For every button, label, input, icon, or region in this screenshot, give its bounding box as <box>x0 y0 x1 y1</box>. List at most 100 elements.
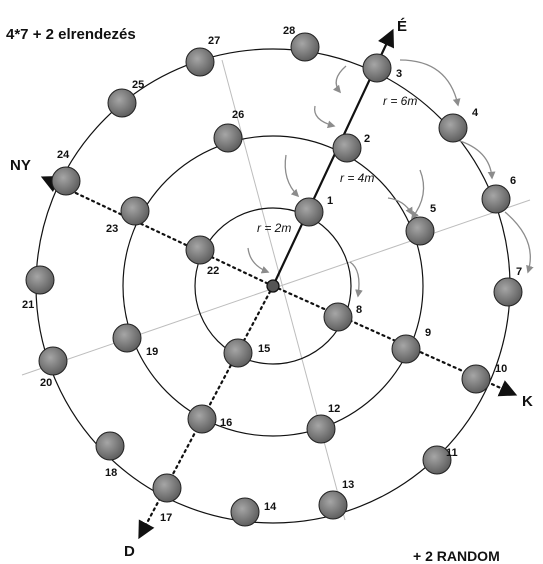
direction-east: K <box>522 393 533 410</box>
sample-point-number: 7 <box>516 266 522 278</box>
sample-point-number: 25 <box>132 79 144 91</box>
sample-point-14: 14 <box>230 497 277 527</box>
ring-2m <box>194 207 352 365</box>
flow-arrow <box>411 169 425 220</box>
sample-point-number: 8 <box>356 304 362 316</box>
sample-point-9: 9 <box>391 327 431 364</box>
sample-point-number: 22 <box>207 265 219 277</box>
sample-point-15: 15 <box>223 338 270 368</box>
sample-point-number: 26 <box>232 109 244 121</box>
sample-point-number: 18 <box>105 467 117 479</box>
sample-point-20: 20 <box>38 346 68 389</box>
sample-point-18: 18 <box>95 431 125 479</box>
sample-point-marker <box>185 47 215 77</box>
sample-point-number: 6 <box>510 175 516 187</box>
sample-point-7: 7 <box>493 266 523 307</box>
sample-point-23: 23 <box>106 196 150 235</box>
sample-point-16: 16 <box>187 404 232 434</box>
sample-point-marker <box>230 497 260 527</box>
sample-point-25: 25 <box>107 79 144 118</box>
sample-point-number: 9 <box>425 327 431 339</box>
flow-arrow <box>247 247 270 274</box>
sample-point-3: 3 <box>362 53 402 83</box>
sample-point-marker <box>38 346 68 376</box>
radius-label-6m: r = 6m <box>383 94 417 108</box>
flow-arrow <box>284 154 300 198</box>
gray-flow-arrows <box>247 59 534 298</box>
sample-point-marker <box>185 235 215 265</box>
direction-west: NY <box>10 157 31 174</box>
sample-point-27: 27 <box>185 35 220 77</box>
sample-point-marker <box>290 32 320 62</box>
flow-arrow <box>313 105 336 129</box>
sample-point-10: 10 <box>461 363 507 394</box>
sample-point-1: 1 <box>294 195 333 227</box>
sample-point-number: 11 <box>446 447 458 459</box>
sample-point-6: 6 <box>481 175 516 214</box>
flow-arrow <box>349 261 363 298</box>
sample-point-22: 22 <box>185 235 219 277</box>
sample-point-number: 23 <box>106 223 118 235</box>
sample-point-24: 24 <box>51 149 81 196</box>
sample-point-13: 13 <box>318 479 354 520</box>
sample-point-21: 21 <box>22 265 55 311</box>
sample-point-marker <box>323 302 353 332</box>
sample-point-5: 5 <box>405 203 436 246</box>
sample-point-marker <box>493 277 523 307</box>
axis-west <box>40 176 275 288</box>
sample-point-marker <box>438 113 468 143</box>
sample-point-marker <box>107 88 137 118</box>
sample-point-marker <box>294 197 324 227</box>
radius-label-2m: r = 2m <box>257 221 291 235</box>
flow-arrow <box>399 59 461 107</box>
sample-point-number: 17 <box>160 512 172 524</box>
sample-point-number: 4 <box>472 107 479 119</box>
sample-point-number: 20 <box>40 377 52 389</box>
sample-points: 1234567891011121314151617181920212223242… <box>22 25 523 527</box>
flow-arrow <box>333 65 347 94</box>
sample-point-number: 5 <box>430 203 436 215</box>
sample-point-12: 12 <box>306 403 340 444</box>
sample-point-marker <box>25 265 55 295</box>
sample-point-marker <box>481 184 511 214</box>
sample-point-marker <box>405 216 435 246</box>
sample-point-11: 11 <box>422 445 458 475</box>
sample-point-4: 4 <box>438 107 479 143</box>
sample-point-marker <box>422 445 452 475</box>
sample-point-number: 27 <box>208 35 220 47</box>
sample-point-2: 2 <box>332 133 370 163</box>
sample-point-marker <box>306 414 336 444</box>
sample-point-number: 24 <box>57 149 70 161</box>
radius-label-4m: r = 4m <box>340 171 374 185</box>
sample-point-8: 8 <box>323 302 362 332</box>
sample-point-marker <box>152 473 182 503</box>
sample-point-number: 28 <box>283 25 295 37</box>
sample-point-number: 14 <box>264 501 277 513</box>
sample-point-marker <box>318 490 348 520</box>
flow-arrow <box>456 139 496 180</box>
sample-point-marker <box>51 166 81 196</box>
sample-point-number: 19 <box>146 346 158 358</box>
flow-arrow <box>387 197 413 216</box>
sample-point-marker <box>95 431 125 461</box>
sample-point-marker <box>332 133 362 163</box>
sample-point-number: 2 <box>364 133 370 145</box>
ring-4m <box>122 135 424 437</box>
axis-east <box>271 284 518 397</box>
sample-point-marker <box>461 364 491 394</box>
sample-point-marker <box>391 334 421 364</box>
sample-point-28: 28 <box>283 25 320 62</box>
center-point <box>266 279 280 293</box>
sample-point-number: 3 <box>396 68 402 80</box>
sample-point-marker <box>112 323 142 353</box>
sample-point-19: 19 <box>112 323 158 358</box>
random-note: + 2 RANDOM <box>413 548 500 564</box>
direction-north: É <box>397 18 407 35</box>
sample-point-number: 21 <box>22 299 34 311</box>
sample-point-marker <box>187 404 217 434</box>
sample-point-marker <box>120 196 150 226</box>
sample-point-marker <box>362 53 392 83</box>
flow-arrow <box>504 211 534 274</box>
